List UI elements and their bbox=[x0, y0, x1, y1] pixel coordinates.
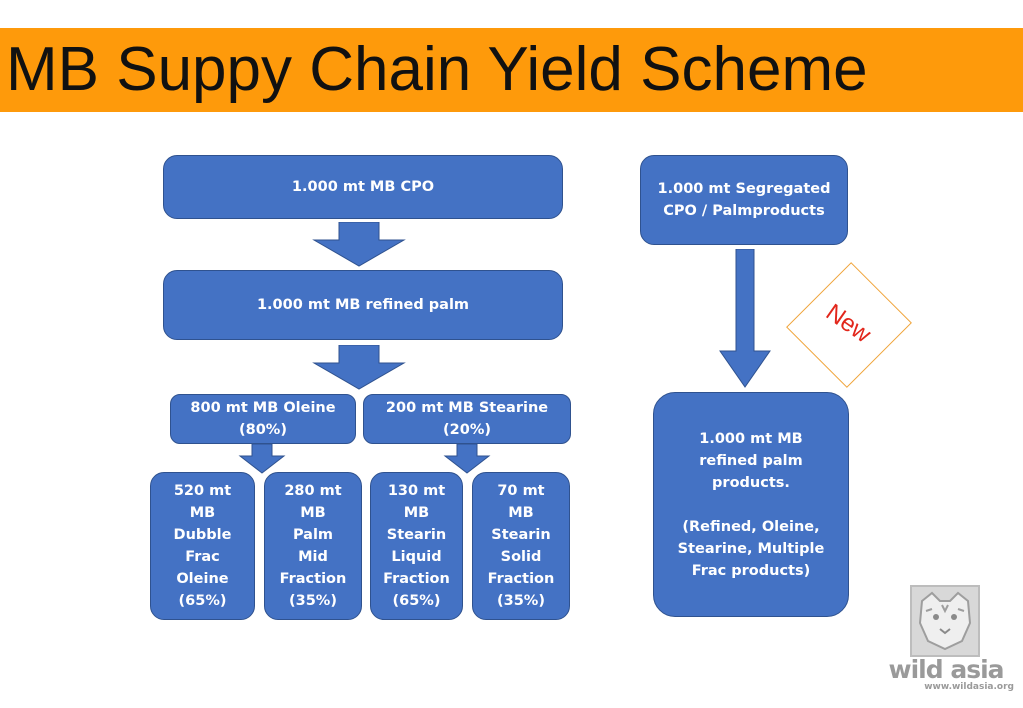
stearin-liquid-fraction-box: 130 mt MB Stearin Liquid Fraction (65%) bbox=[370, 472, 463, 620]
down-arrow-icon bbox=[312, 222, 406, 267]
logo-url: www.wildasia.org bbox=[924, 682, 1014, 692]
stearin-solid-fraction-box: 70 mt MB Stearin Solid Fraction (35%) bbox=[472, 472, 570, 620]
down-arrow-icon bbox=[719, 249, 771, 388]
refined-palm-box: 1.000 mt MB refined palm bbox=[163, 270, 563, 340]
down-arrow-icon bbox=[312, 345, 406, 390]
refined-products-box: 1.000 mt MB refined palm products. (Refi… bbox=[653, 392, 849, 617]
title-bar: MB Suppy Chain Yield Scheme bbox=[0, 28, 1023, 112]
page-title: MB Suppy Chain Yield Scheme bbox=[6, 35, 868, 104]
dubble-frac-oleine-box: 520 mt MB Dubble Frac Oleine (65%) bbox=[150, 472, 255, 620]
palm-mid-fraction-box: 280 mt MB Palm Mid Fraction (35%) bbox=[264, 472, 362, 620]
cpo-box: 1.000 mt MB CPO bbox=[163, 155, 563, 219]
wild-asia-logo: wild asia www.wildasia.org bbox=[878, 585, 1014, 697]
down-arrow-icon bbox=[238, 444, 286, 474]
logo-wordmark: wild asia bbox=[888, 655, 1004, 684]
stearine-box: 200 mt MB Stearine (20%) bbox=[363, 394, 571, 444]
tiger-icon bbox=[910, 585, 980, 657]
down-arrow-icon bbox=[443, 444, 491, 474]
oleine-box: 800 mt MB Oleine (80%) bbox=[170, 394, 356, 444]
segregated-box: 1.000 mt Segregated CPO / Palmproducts bbox=[640, 155, 848, 245]
